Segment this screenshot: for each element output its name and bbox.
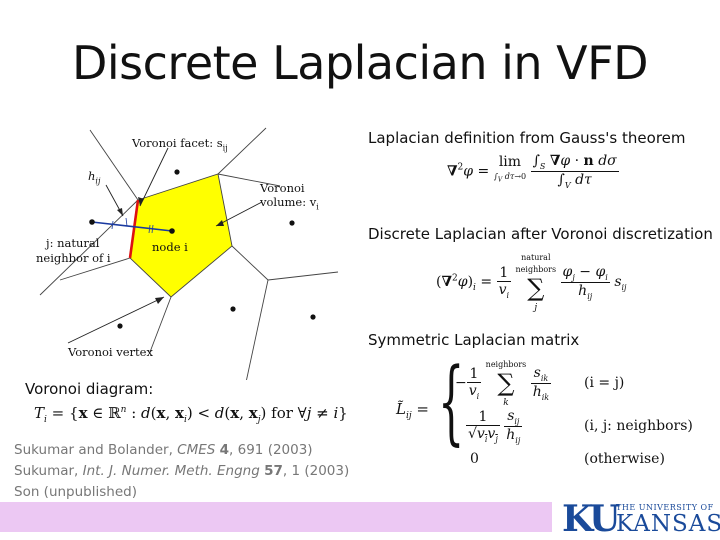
- reference-3: Son (unpublished): [14, 484, 137, 500]
- voronoi-volume-label: volume: vi: [260, 195, 319, 212]
- voronoi-vertex-label: Voronoi vertex: [68, 345, 153, 359]
- voronoi-volume-label-line1: Voronoi: [260, 181, 305, 195]
- node-i-label: node i: [152, 240, 188, 254]
- symmetric-lhs: L̃ij =: [396, 400, 429, 421]
- neighbor-label-line2: neighbor of i: [36, 251, 111, 265]
- slide-title: Discrete Laplacian in VFD: [71, 36, 649, 90]
- voronoi-diagram-formula: Ti = {x ∈ ℝn : d(x, xi) < d(x, xj) for ∀…: [34, 404, 348, 425]
- case1-condition: (i = j): [584, 375, 625, 391]
- ku-logo-mark: KU: [562, 498, 620, 540]
- gauss-heading: Laplacian definition from Gauss's theore…: [368, 129, 686, 147]
- h-ij-label: hij: [88, 169, 101, 186]
- reference-1: Sukumar and Bolander, CMES 4, 691 (2003): [14, 442, 313, 458]
- ku-logo-university: THE UNIVERSITY OF: [616, 503, 714, 512]
- node-point: [169, 228, 175, 234]
- cases-brace: {: [438, 348, 465, 455]
- reference-2: Sukumar, Int. J. Numer. Meth. Engng 57, …: [14, 463, 350, 479]
- ku-logo: KU THE UNIVERSITY OF KANSAS: [560, 498, 720, 540]
- ku-logo-kansas: KANSAS: [616, 511, 720, 537]
- voronoi-diagram-heading: Voronoi diagram:: [25, 380, 154, 398]
- neighbor-point: [89, 219, 95, 225]
- case2-condition: (i, j: neighbors): [584, 418, 693, 434]
- voronoi-facet-label: Voronoi facet: sij: [132, 136, 228, 153]
- symmetric-heading: Symmetric Laplacian matrix: [368, 331, 580, 349]
- case3-formula: 0: [470, 451, 479, 467]
- case3-condition: (otherwise): [584, 451, 665, 467]
- discrete-heading: Discrete Laplacian after Voronoi discret…: [368, 225, 713, 243]
- gauss-laplacian-formula: ∇2φ = lim∫V dτ→0 ∫S ∇φ · n dσ∫V dτ: [447, 153, 619, 190]
- voronoi-facet-line: [128, 199, 140, 259]
- voronoi-diagram-figure: [39, 127, 339, 380]
- voronoi-cell: [129, 173, 233, 298]
- neighbor-label-line1: j: natural: [46, 236, 100, 250]
- footer-bar: [0, 502, 552, 532]
